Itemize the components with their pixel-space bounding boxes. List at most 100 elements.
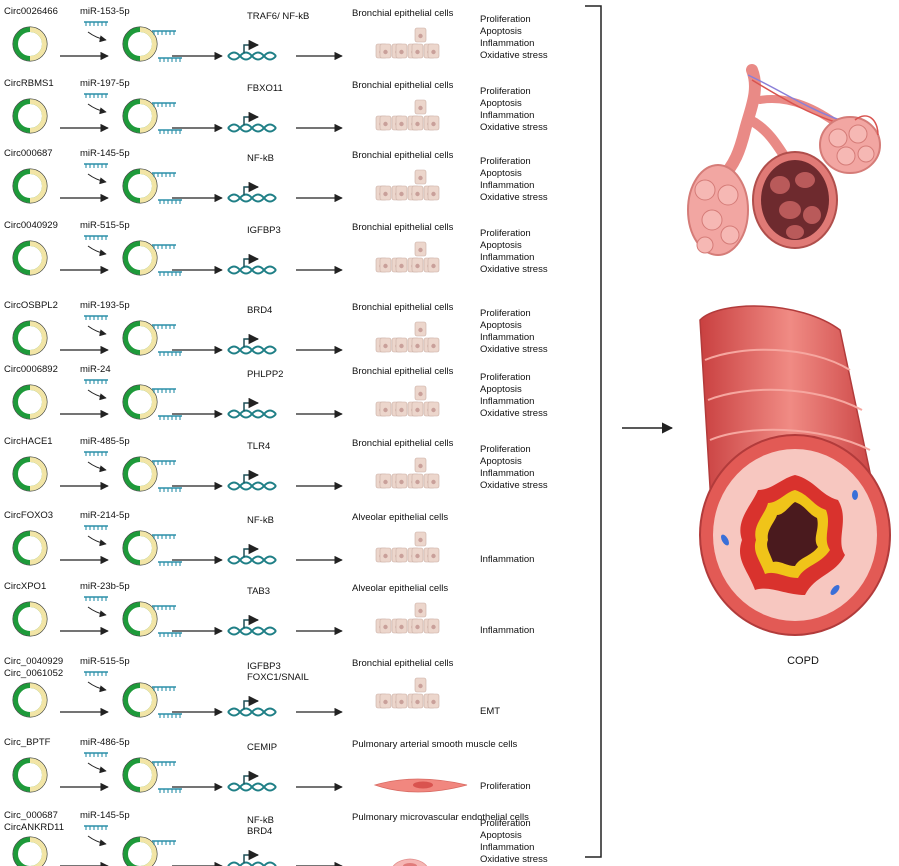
disease-label: COPD xyxy=(787,655,819,667)
mirna-icon xyxy=(84,21,108,26)
dna-transcription-icon xyxy=(227,181,277,203)
effect-label: Inflammation xyxy=(480,842,534,853)
cell-icon xyxy=(375,677,440,709)
target-gene: NF-kB xyxy=(247,815,274,826)
circular-rna-icon xyxy=(12,320,48,356)
effect-label: Proliferation xyxy=(480,308,531,319)
effect-label: Inflammation xyxy=(480,468,534,479)
mirna-name: miR-214-5p xyxy=(80,510,130,521)
circrna-name: CircHACE1 xyxy=(4,436,53,447)
circrna-name: Circ000687 xyxy=(4,148,53,159)
circular-rna-icon xyxy=(122,836,176,866)
grouping-bracket xyxy=(585,5,602,858)
circrna-name: CircANKRD11 xyxy=(4,822,64,833)
effect-label: Apoptosis xyxy=(480,98,522,109)
cell-type: Pulmonary arterial smooth muscle cells xyxy=(352,739,518,750)
binding-arrow xyxy=(87,103,107,115)
target-gene: FBXO11 xyxy=(247,83,283,94)
circular-rna-icon xyxy=(12,456,48,492)
circular-rna-icon xyxy=(12,601,48,637)
effect-label: Proliferation xyxy=(480,14,531,25)
target-gene: CEMIP xyxy=(247,742,277,753)
target-gene: TAB3 xyxy=(247,586,270,597)
circrna-name: CircXPO1 xyxy=(4,581,46,592)
cell-type: Bronchial epithelial cells xyxy=(352,302,454,313)
target-gene: FOXC1/SNAIL xyxy=(247,672,309,683)
binding-arrow xyxy=(87,31,107,43)
mirna-name: miR-24 xyxy=(80,364,111,375)
mirna-icon xyxy=(84,379,108,384)
dna-transcription-icon xyxy=(227,543,277,565)
effect-label: Apoptosis xyxy=(480,456,522,467)
effect-label: Inflammation xyxy=(480,38,534,49)
circular-rna-icon xyxy=(122,757,182,793)
mirna-icon xyxy=(84,671,108,676)
mirna-icon xyxy=(84,163,108,168)
dna-transcription-icon xyxy=(227,397,277,419)
effect-label: Oxidative stress xyxy=(480,122,548,133)
alveoli-icon xyxy=(687,64,881,256)
mirna-name: miR-145-5p xyxy=(80,148,130,159)
effect-label: Oxidative stress xyxy=(480,854,548,865)
effect-label: Oxidative stress xyxy=(480,192,548,203)
circular-rna-icon xyxy=(12,384,48,420)
mirna-icon xyxy=(84,825,108,830)
circrna-name: CircRBMS1 xyxy=(4,78,54,89)
target-gene: PHLPP2 xyxy=(247,369,283,380)
binding-arrow xyxy=(87,245,107,257)
circrna-name: CircOSBPL2 xyxy=(4,300,58,311)
target-gene: IGFBP3 xyxy=(247,661,281,672)
mirna-icon xyxy=(84,451,108,456)
effect-label: Apoptosis xyxy=(480,320,522,331)
cell-icon xyxy=(375,602,440,634)
binding-arrow xyxy=(87,681,107,693)
mirna-name: miR-515-5p xyxy=(80,656,130,667)
target-gene: NF-kB xyxy=(247,153,274,164)
dna-transcription-icon xyxy=(227,695,277,717)
circrna-name: Circ0026466 xyxy=(4,6,58,17)
circular-rna-icon xyxy=(12,682,48,718)
cell-icon xyxy=(375,241,440,273)
binding-arrow xyxy=(87,389,107,401)
pathway-row: CircXPO1 miR-23b-5p TAB3 Alveolar epithelia… xyxy=(4,581,534,637)
cell-type: Alveolar epithelial cells xyxy=(352,583,448,594)
effect-label: Proliferation xyxy=(480,156,531,167)
cell-type: Pulmonary microvascular endothelial cell… xyxy=(352,812,529,823)
binding-arrow xyxy=(87,535,107,547)
effect-label: Apoptosis xyxy=(480,830,522,841)
circrna-name: Circ_0040929 xyxy=(4,656,63,667)
binding-arrow xyxy=(87,762,107,774)
circular-rna-icon xyxy=(122,601,182,637)
effect-label: Oxidative stress xyxy=(480,408,548,419)
target-gene: IGFBP3 xyxy=(247,225,281,236)
effect-label: Inflammation xyxy=(480,554,534,565)
binding-arrow xyxy=(87,835,107,847)
cell-type: Bronchial epithelial cells xyxy=(352,366,454,377)
dna-transcription-icon xyxy=(227,333,277,355)
mirna-icon xyxy=(84,235,108,240)
mirna-name: miR-23b-5p xyxy=(80,581,130,592)
circrna-name: Circ_000687 xyxy=(4,810,58,821)
cell-icon xyxy=(392,858,428,866)
circular-rna-icon xyxy=(12,168,48,204)
effect-label: Oxidative stress xyxy=(480,50,548,61)
effect-label: Proliferation xyxy=(480,228,531,239)
effect-label: Inflammation xyxy=(480,180,534,191)
binding-arrow xyxy=(87,325,107,337)
airway-cross-section-icon xyxy=(699,305,891,636)
circular-rna-icon xyxy=(122,240,182,276)
circular-rna-icon xyxy=(122,320,182,356)
mirna-name: miR-486-5p xyxy=(80,737,130,748)
effect-label: Inflammation xyxy=(480,110,534,121)
circular-rna-icon xyxy=(12,836,48,866)
mirna-name: miR-485-5p xyxy=(80,436,130,447)
mirna-name: miR-193-5p xyxy=(80,300,130,311)
binding-arrow xyxy=(87,173,107,185)
circular-rna-icon xyxy=(12,26,48,62)
